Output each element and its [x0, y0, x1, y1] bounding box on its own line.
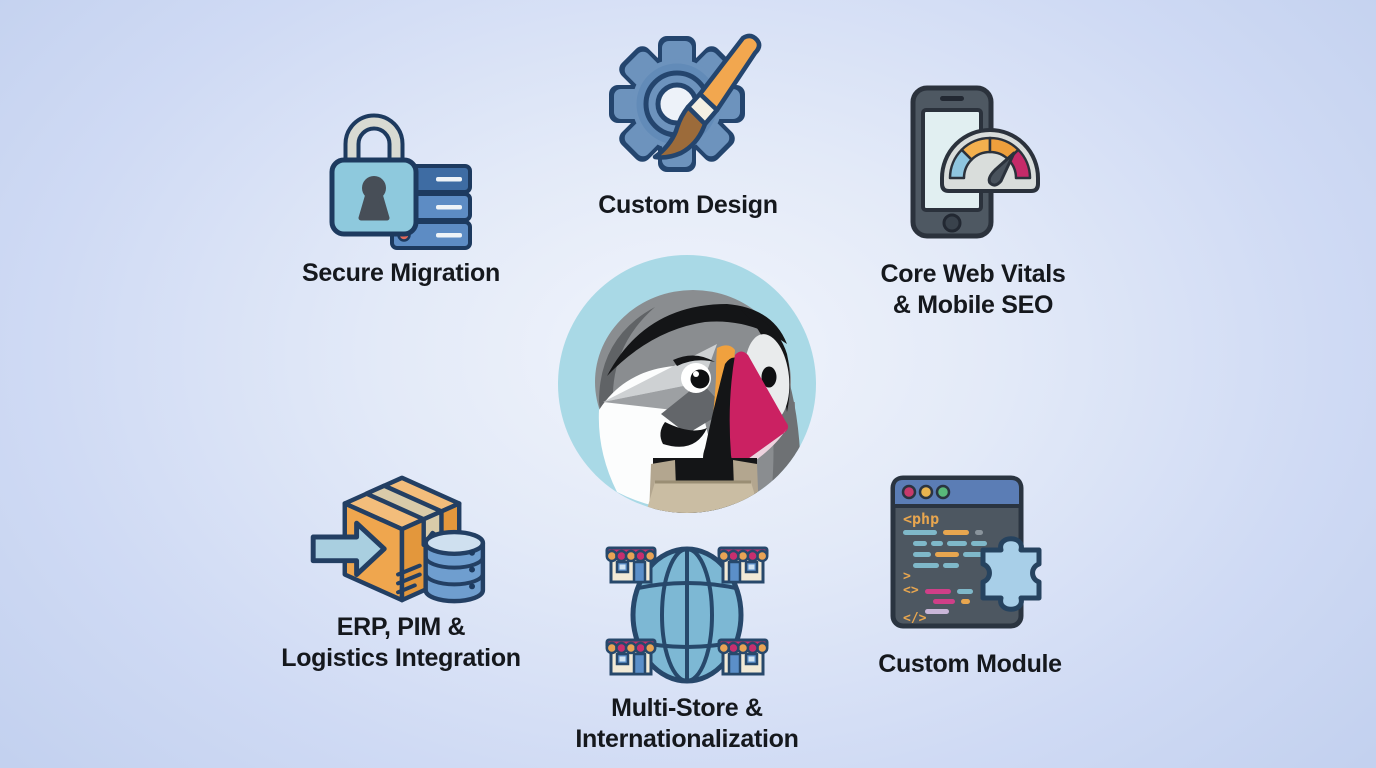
feature-erp-pim-logistics: ERP, PIM & Logistics Integration — [271, 464, 531, 674]
lock-icon — [329, 113, 419, 237]
feature-label: Core Web Vitals & Mobile SEO — [843, 259, 1103, 321]
paintbrush-icon — [652, 33, 761, 160]
feature-label: Custom Design — [558, 190, 818, 221]
feature-label-line: Internationalization — [575, 725, 799, 753]
storefront-icon — [717, 638, 769, 676]
speedometer-icon — [940, 128, 1040, 193]
feature-label-line: Core Web Vitals — [880, 260, 1066, 288]
feature-custom-module: <php — [840, 468, 1100, 680]
feature-custom-design: Custom Design — [558, 28, 818, 221]
feature-secure-migration: Secure Migration — [271, 84, 531, 289]
feature-label-line: ERP, PIM & — [336, 613, 466, 641]
phone-speedometer-icon — [910, 85, 1040, 239]
code-token-angle-pair: <> — [903, 583, 919, 598]
gear-paintbrush-icon — [608, 33, 761, 172]
feature-label-line: Secure Migration — [301, 259, 501, 287]
storefront-icon — [605, 638, 657, 676]
database-icon — [423, 529, 486, 604]
globe-storefronts-icon — [605, 546, 769, 684]
feature-label-line: Custom Design — [598, 191, 778, 219]
arrow-right-icon — [310, 520, 387, 577]
feature-label-line: Custom Module — [878, 650, 1062, 678]
box-arrow-database-icon — [310, 475, 486, 604]
puzzle-piece-icon — [980, 536, 1042, 612]
feature-label-line: Logistics Integration — [281, 644, 521, 672]
code-window-puzzle-icon: <php — [890, 475, 1042, 629]
feature-multi-store: Multi-Store & Internationalization — [557, 540, 817, 755]
lock-server-icon — [329, 113, 472, 250]
prestashop-mascot — [555, 252, 819, 516]
feature-label-line: & Mobile SEO — [892, 291, 1054, 319]
storefront-icon — [605, 546, 657, 584]
feature-label: Custom Module — [840, 649, 1100, 680]
feature-label: Multi-Store & Internationalization — [557, 693, 817, 755]
code-lines — [903, 530, 987, 614]
code-token-gt: > — [903, 569, 911, 584]
feature-label: ERP, PIM & Logistics Integration — [271, 612, 531, 674]
globe-icon — [630, 546, 744, 684]
feature-core-web-vitals: Core Web Vitals & Mobile SEO — [843, 82, 1103, 321]
puffin — [595, 290, 801, 513]
code-token-php: <php — [903, 510, 939, 528]
feature-label-line: Multi-Store & — [611, 694, 763, 722]
prestashop-mascot-icon — [558, 255, 816, 513]
code-token-close: </> — [903, 611, 927, 626]
storefront-icon — [717, 546, 769, 584]
feature-label: Secure Migration — [271, 258, 531, 289]
